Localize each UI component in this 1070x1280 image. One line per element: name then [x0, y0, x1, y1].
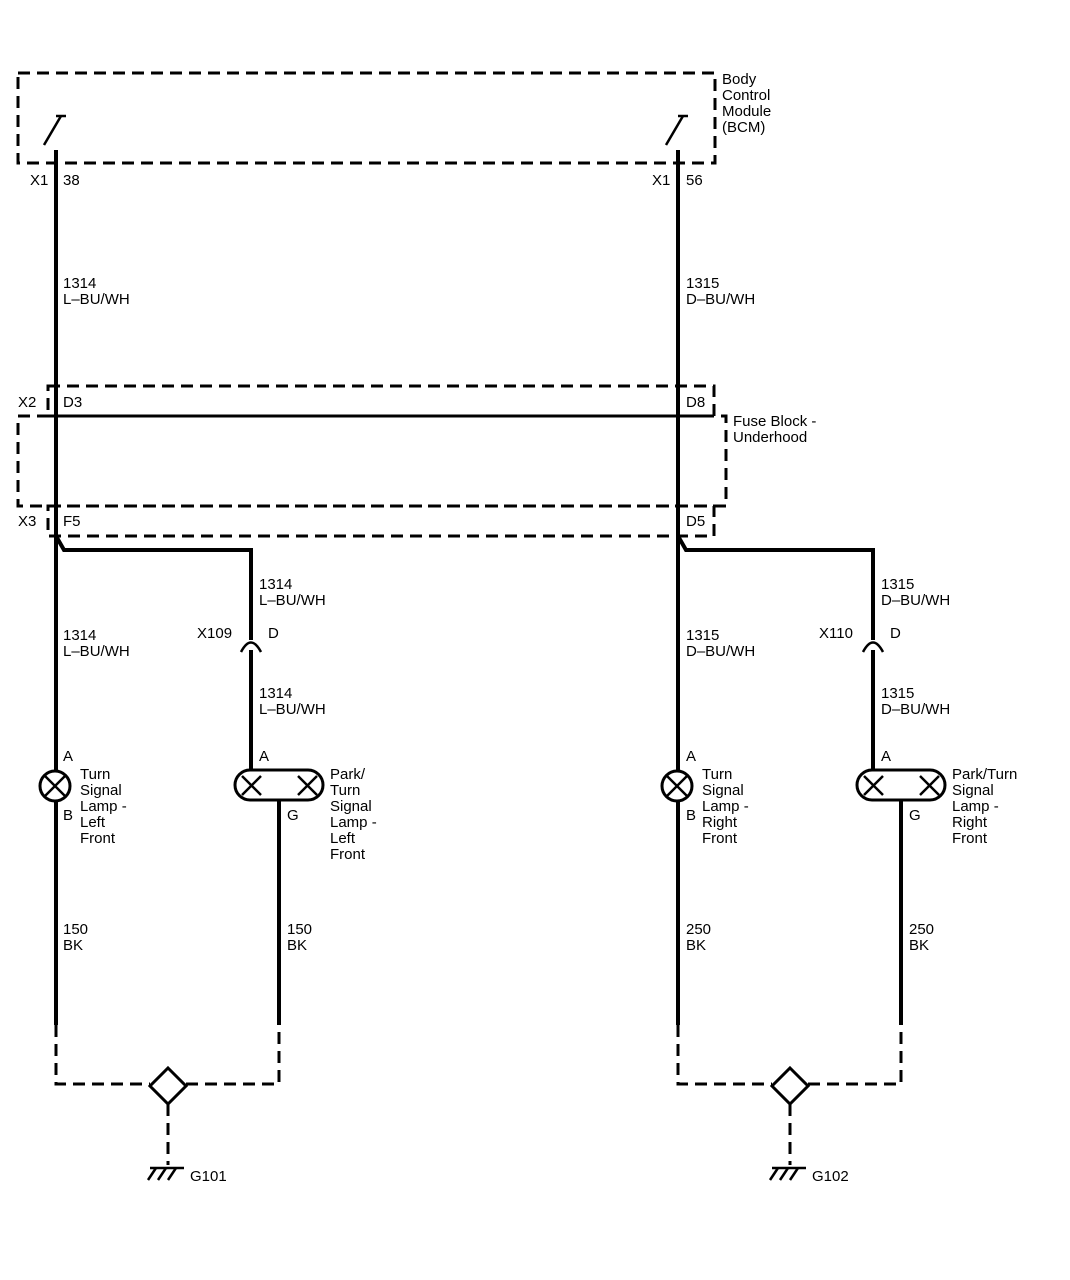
- fuse-block-connector-x3: [46, 504, 716, 538]
- fuse-block-pin-f5: F5: [63, 513, 81, 530]
- fuse-block-body: [16, 414, 728, 508]
- fuse-block-pin-d8: D8: [686, 394, 705, 411]
- right-park-lamp-pin-a: A: [881, 748, 891, 765]
- right-ground-splice: [676, 1025, 903, 1086]
- right-ground-splice-diamond-icon: [769, 1065, 811, 1107]
- left-branch-wire: [54, 535, 253, 640]
- left-park-turn-lamp-icon: [233, 768, 325, 802]
- connector-x109-label: X109: [197, 625, 232, 642]
- ground-g101-icon: [146, 1166, 184, 1181]
- connector-x110-label: X110: [819, 625, 853, 642]
- bcm-right-connector: X1: [652, 172, 670, 189]
- left-turn-lamp-pin-a: A: [63, 748, 73, 765]
- connector-x110-icon: [861, 641, 885, 653]
- fuse-block-x3: X3: [18, 513, 36, 530]
- bcm-box: [16, 71, 717, 165]
- ground-g101-label: G101: [190, 1168, 227, 1185]
- bcm-left-pin: 38: [63, 172, 80, 189]
- bcm-right-output-switch-icon: [664, 114, 688, 146]
- right-turn-lamp-pin-b: B: [686, 807, 696, 824]
- right-turn-lamp-icon: [660, 769, 694, 803]
- left-turn-lamp-pin-b: B: [63, 807, 73, 824]
- fuse-block-pin-d5: D5: [686, 513, 705, 530]
- right-turn-lamp-pin-a: A: [686, 748, 696, 765]
- right-park-turn-lamp-icon: [855, 768, 947, 802]
- connector-x109-icon: [239, 641, 263, 653]
- bcm-left-output-switch-icon: [42, 114, 66, 146]
- right-park-lamp-pin-g: G: [909, 807, 921, 824]
- bcm-left-connector: X1: [30, 172, 48, 189]
- left-park-lamp-pin-g: G: [287, 807, 299, 824]
- fuse-block-x2: X2: [18, 394, 36, 411]
- right-branch-wire: [676, 535, 875, 640]
- left-ground-splice-diamond-icon: [147, 1065, 189, 1107]
- left-park-lamp-pin-a: A: [259, 748, 269, 765]
- connector-x110-pin: D: [890, 625, 901, 642]
- fuse-block-label: Fuse Block -Underhood: [733, 413, 816, 446]
- left-ground-splice: [54, 1025, 281, 1086]
- ground-g102-icon: [768, 1166, 806, 1181]
- ground-g102-label: G102: [812, 1168, 849, 1185]
- connector-x109-pin: D: [268, 625, 279, 642]
- left-turn-lamp-icon: [38, 769, 72, 803]
- bcm-right-pin: 56: [686, 172, 703, 189]
- fuse-block-pin-d3: D3: [63, 394, 82, 411]
- fuse-block-connector-x2: [46, 384, 716, 418]
